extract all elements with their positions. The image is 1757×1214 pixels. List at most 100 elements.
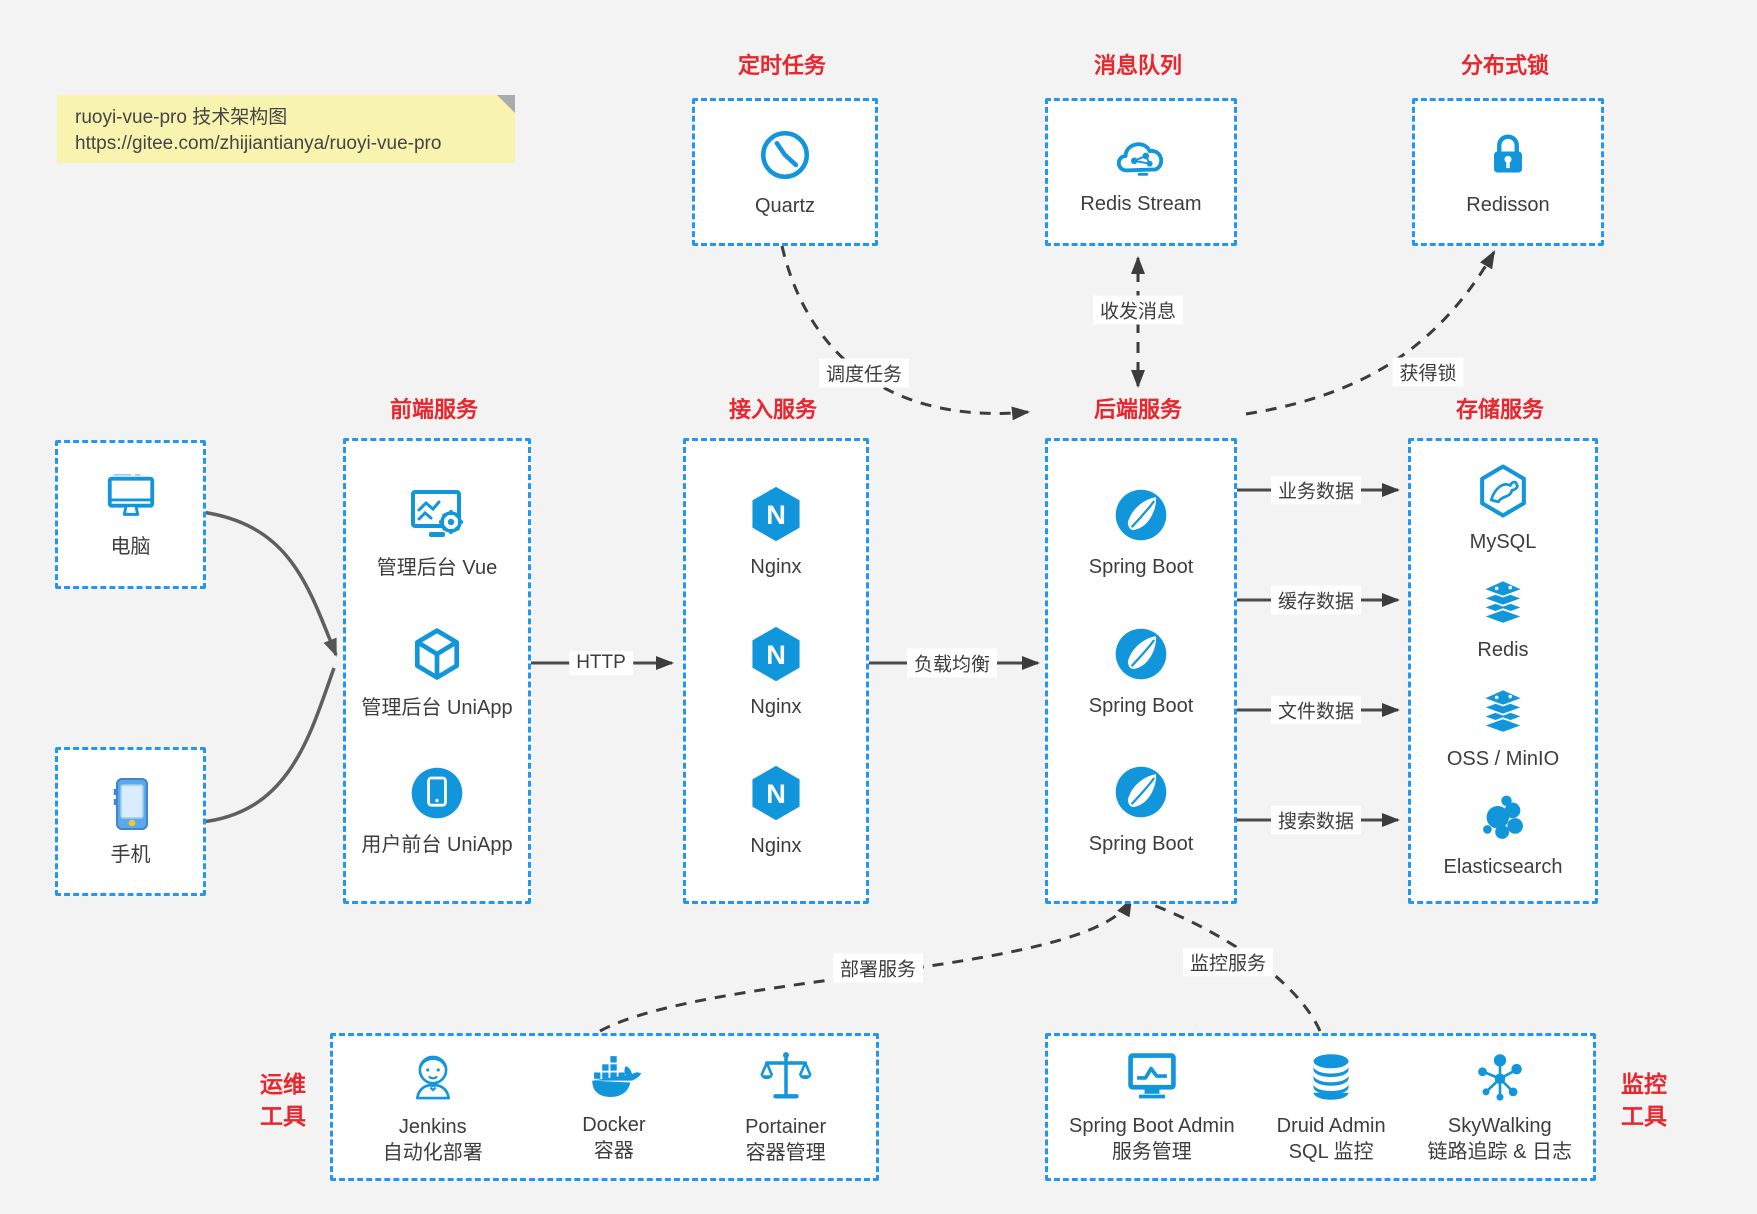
jenkins-desc: 自动化部署 [382,1141,483,1164]
cloud-network-icon [1116,141,1164,176]
mq-box: Redis Stream [1045,98,1237,246]
admin-vue-node: 管理后台 Vue [377,484,497,581]
acquire-lock-arrow [1245,250,1496,416]
lock-icon [1493,133,1522,172]
elasticsearch-label: Elasticsearch [1443,855,1563,878]
monitor-tools-box: Spring Boot Admin 服务管理 Druid Admin SQL 监… [1045,1033,1596,1181]
elasticsearch-node: Elasticsearch [1443,793,1563,880]
client-to-frontend-arrows [201,510,338,824]
redis-stack-icon [1480,579,1526,626]
docker-desc: 容器 [593,1139,634,1162]
oss-minio-node: OSS / MinIO [1447,685,1559,772]
monitor-service-curve [1147,901,1322,1032]
acquire-lock-edge-label: 获得锁 [1392,357,1464,387]
lock-group-title: 分布式锁 [1460,53,1549,78]
mq-group-title: 消息队列 [1093,53,1182,78]
mysql-label: MySQL [1469,531,1537,554]
frontend-box: 管理后台 Vue 管理后台 UniApp 用户前台 UniApp [343,438,531,904]
druid-node: Druid Admin SQL 监控 [1277,1050,1386,1165]
schedule-task-edge-label: 调度任务 [818,358,910,388]
schedule-task-arrow [780,245,1030,421]
springboot-admin-label: Spring Boot Admin 服务管理 [1069,1113,1235,1165]
phone-icon [113,778,148,830]
ops-tools-box: Jenkins 自动化部署 Docker 容器 [330,1033,879,1181]
redis-node: Redis [1474,576,1532,663]
admin-uniapp-node: 管理后台 UniApp [361,624,513,721]
portainer-desc: 容器管理 [745,1141,826,1164]
gateway-title: 接入服务 [728,397,817,422]
skywalking-label: SkyWalking 链路追踪 & 日志 [1428,1113,1572,1165]
svg-text:N: N [766,638,786,669]
nginx-node-1: N Nginx [747,483,805,580]
frontend-title: 前端服务 [389,397,478,422]
sticky-note: ruoyi-vue-pro 技术架构图 https://gitee.com/zh… [57,95,515,163]
druid-name: Druid Admin [1276,1114,1386,1137]
note-url: https://gitee.com/zhijiantianya/ruoyi-vu… [75,133,442,154]
elasticsearch-icon [1483,795,1523,839]
monitor-tools-title: 监控 工具 [1621,1071,1667,1129]
message-edge-label: 收发消息 [1092,295,1184,325]
druid-desc: SQL 监控 [1288,1140,1374,1163]
database-icon [1313,1053,1349,1100]
springboot-label-3: Spring Boot [1088,833,1194,856]
jenkins-name: Jenkins [398,1115,467,1138]
deploy-service-edge-label: 部署服务 [832,953,924,983]
user-app-circle-phone-icon [411,767,463,819]
storage-box: MySQL Redis OSS / MinIO [1408,438,1598,904]
redis-label: Redis [1477,639,1529,662]
note-fold-corner [497,95,515,113]
user-uniapp-node: 用户前台 UniApp [361,763,513,858]
docker-node: Docker 容器 [582,1051,646,1164]
ops-tools-title: 运维 工具 [260,1071,306,1129]
skywalking-network-icon [1477,1053,1522,1101]
portainer-name: Portainer [745,1115,827,1138]
http-edge-label: HTTP [569,651,633,675]
spring-boot-icon [1115,628,1167,679]
skywalking-name: SkyWalking [1447,1114,1552,1137]
svg-text:N: N [766,778,786,809]
springboot-label-1: Spring Boot [1088,555,1194,578]
mobile-node: 手机 [105,775,157,868]
docker-icon [592,1055,642,1097]
redis-stream-label: Redis Stream [1080,192,1202,215]
nginx-label-1: Nginx [750,556,802,579]
portainer-node: Portainer 容器管理 [745,1049,826,1166]
pc-label: 电脑 [110,536,151,558]
jenkins-label: Jenkins 自动化部署 [383,1114,483,1166]
nginx-icon: N [752,626,800,681]
druid-label: Druid Admin SQL 监控 [1277,1113,1386,1165]
mobile-label: 手机 [110,844,151,866]
nginx-node-2: N Nginx [747,623,805,720]
note-title: ruoyi-vue-pro 技术架构图 [75,107,288,128]
storage-title: 存储服务 [1455,397,1544,422]
portainer-label: Portainer 容器管理 [745,1114,826,1166]
pc-client-box: 电脑 [55,440,206,589]
admin-monitor-chart-icon [1128,1052,1176,1098]
cache-data-edge-label: 缓存数据 [1270,585,1362,615]
redis-stream-node: Redis Stream [1080,128,1202,217]
nginx-label-3: Nginx [750,834,802,857]
jenkins-node: Jenkins 自动化部署 [383,1049,483,1166]
mobile-client-box: 手机 [55,747,206,896]
quartz-node: Quartz [755,126,815,219]
redisson-label: Redisson [1466,193,1550,216]
admin-monitor-gear-icon [411,489,463,537]
oss-minio-label: OSS / MinIO [1446,747,1560,770]
desktop-icon [107,473,154,516]
docker-label: Docker 容器 [582,1112,645,1164]
pc-node: 电脑 [100,469,162,560]
svg-text:N: N [766,499,786,530]
nginx-label-2: Nginx [750,695,802,718]
deploy-service-arrow [599,898,1133,1033]
springboot-node-3: Spring Boot [1088,762,1194,857]
file-data-edge-label: 文件数据 [1270,695,1362,725]
skywalking-node: SkyWalking 链路追踪 & 日志 [1428,1050,1572,1165]
business-data-edge-label: 业务数据 [1270,475,1362,505]
load-balance-edge-label: 负载均衡 [906,648,998,678]
nginx-node-3: N Nginx [747,762,805,859]
backend-box: Spring Boot Spring Boot Spring Boot [1045,438,1237,904]
clock-icon [760,130,810,179]
jenkins-icon [415,1055,450,1099]
portainer-scales-icon [759,1051,812,1098]
